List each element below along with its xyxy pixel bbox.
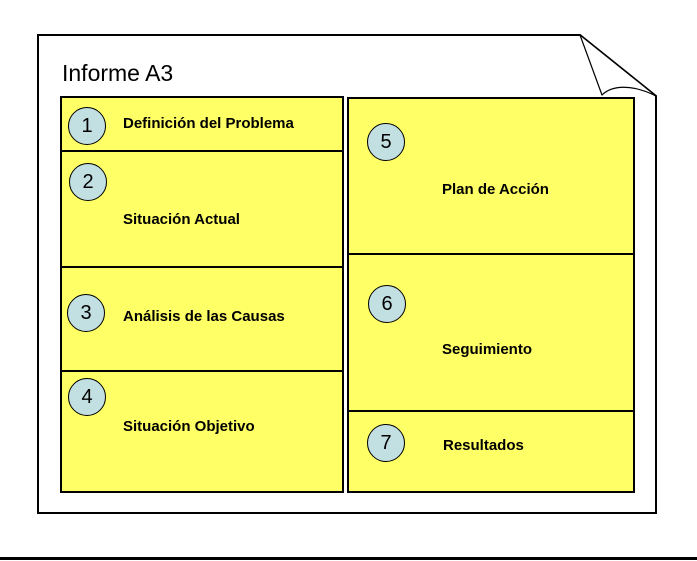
section-7-number: 7 — [380, 431, 392, 454]
divider-line — [60, 150, 344, 152]
divider-line — [60, 370, 344, 372]
section-1-number: 1 — [81, 114, 93, 137]
section-2-number: 2 — [82, 170, 94, 193]
section-6-number: 6 — [381, 292, 393, 315]
section-1-label: Definición del Problema — [123, 115, 294, 132]
divider-line — [347, 253, 635, 255]
left-column-box — [60, 96, 344, 493]
divider-line — [60, 266, 344, 268]
section-3-number-badge: 3 — [67, 294, 105, 332]
section-6-number-badge: 6 — [368, 285, 406, 323]
section-5-number: 5 — [380, 130, 392, 153]
page-title: Informe A3 — [62, 60, 174, 86]
section-3-number: 3 — [80, 301, 92, 324]
section-5-number-badge: 5 — [367, 123, 405, 161]
section-3-label: Análisis de las Causas — [123, 308, 285, 325]
section-7-label: Resultados — [443, 437, 524, 454]
section-2-label: Situación Actual — [123, 211, 240, 228]
section-4-label: Situación Objetivo — [123, 418, 255, 435]
section-6-label: Seguimiento — [442, 341, 533, 358]
section-1-number-badge: 1 — [68, 107, 106, 145]
folded-corner-icon — [579, 34, 657, 97]
section-4-number-badge: 4 — [68, 378, 106, 416]
section-2-number-badge: 2 — [69, 163, 107, 201]
section-5-label: Plan de Acción — [442, 181, 549, 198]
section-4-number: 4 — [81, 385, 93, 408]
bottom-border-line — [0, 557, 697, 560]
divider-line — [347, 410, 635, 412]
section-7-number-badge: 7 — [367, 424, 405, 462]
